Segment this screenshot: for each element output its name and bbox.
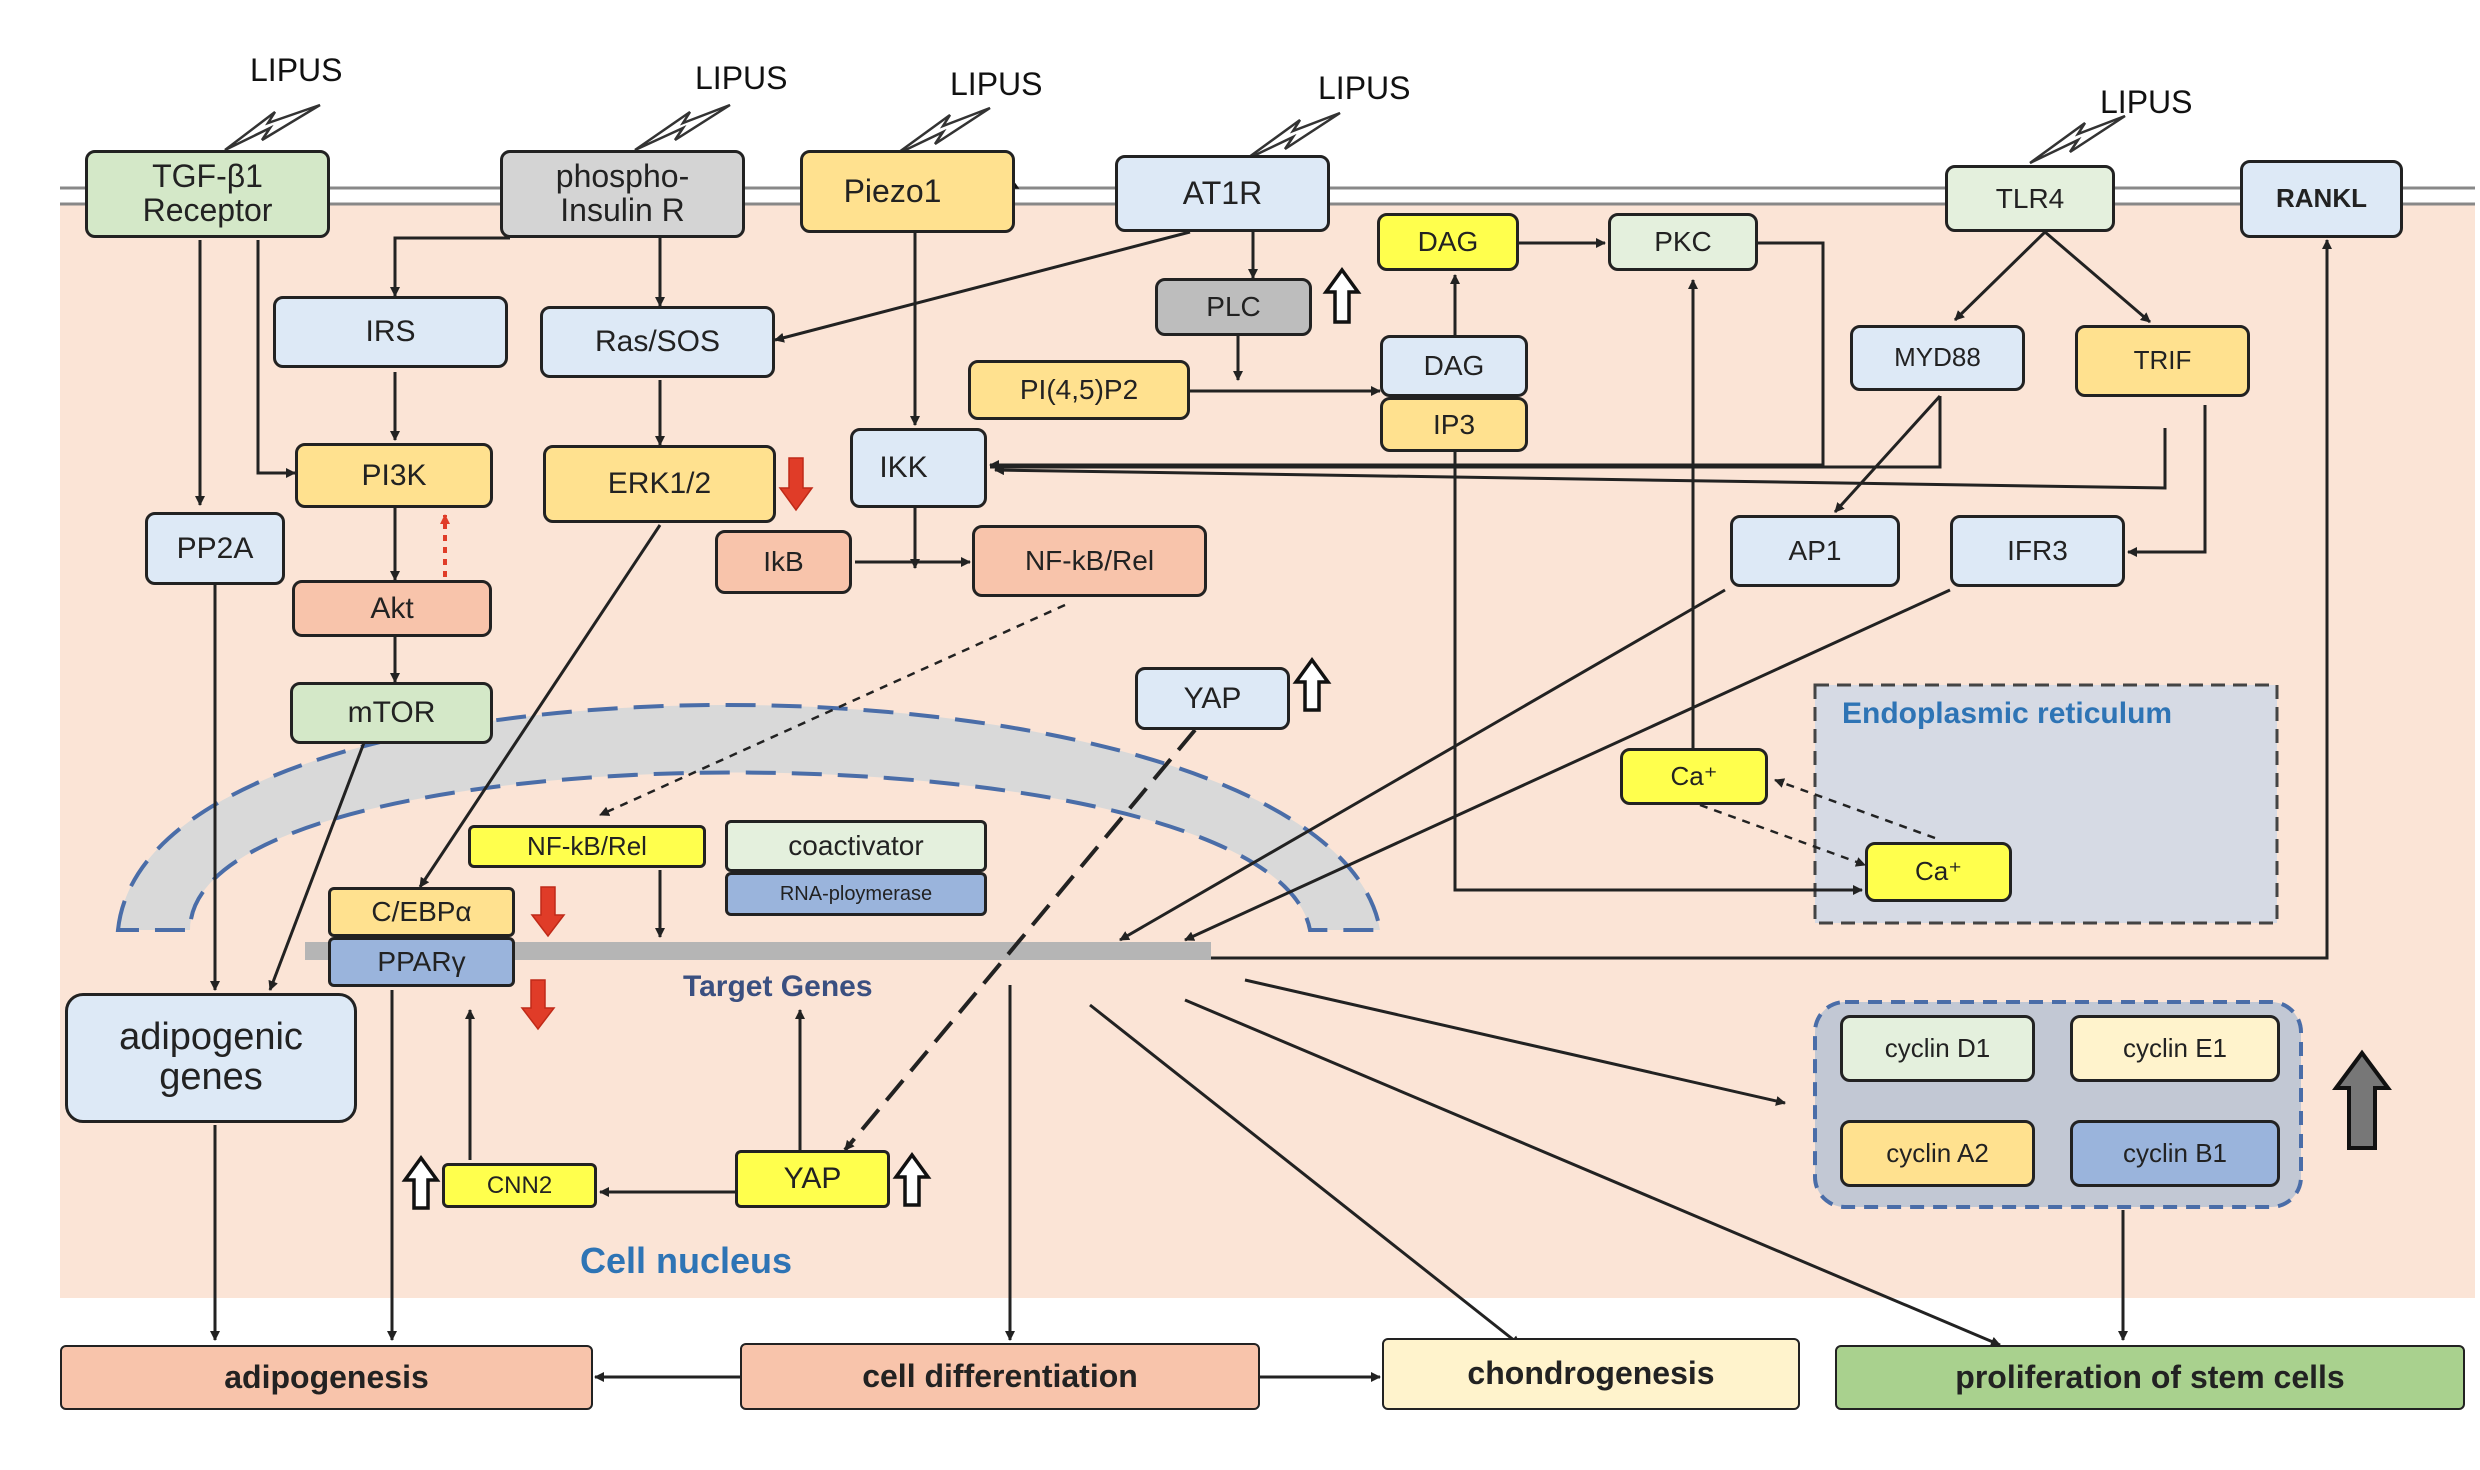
node-insulin-receptor: phospho- Insulin R [500,150,745,238]
up-arrow-icon-plc [1322,267,1362,324]
edge-myd88-ap1 [1833,394,1942,514]
edge-dna-chondro [1089,1003,1521,1347]
node-yap: YAP [1135,667,1290,730]
er-label: Endoplasmic reticulum [1842,697,2173,730]
lipus-label-3: LIPUS [950,66,1043,102]
down-arrow-icon-pparg [520,979,556,1031]
edge-dna-cyclins [1244,978,1786,1106]
node-ikb: IkB [715,530,852,594]
node-dag-mid: DAG [1380,335,1528,397]
node-cyclin-e1: cyclin E1 [2070,1015,2280,1082]
node-coactivator: coactivator [725,820,987,872]
node-tgf-receptor: TGF-β1 Receptor [85,150,330,238]
cell-nucleus-label: Cell nucleus [580,1240,793,1281]
node-pparg: PPARγ [328,937,515,987]
target-genes-label: Target Genes [683,970,873,1003]
node-yap-nuclear: YAP [735,1150,890,1208]
outcome-proliferation: proliferation of stem cells [1835,1345,2465,1410]
node-rna-polymerase: RNA-ploymerase [725,872,987,916]
node-ras-sos: Ras/SOS [540,306,775,378]
node-mtor: mTOR [290,682,493,744]
node-irs: IRS [273,296,508,368]
up-arrow-icon-cnn2 [401,1155,441,1210]
lipus-label-5: LIPUS [2100,84,2193,120]
edge-myd88-ikk [990,396,1942,469]
dna-strand [305,942,1211,960]
up-arrow-icon-yapnuc [892,1152,932,1207]
node-pi3k: PI3K [295,443,493,508]
edge-yap-yapnuc [843,728,1197,1152]
node-rankl: RANKL [2240,160,2403,238]
edge-dna-prolif [1184,998,2001,1347]
edge-tlr4-myd88 [1953,230,2047,322]
lightning-icon-1 [224,103,321,152]
node-cnn2: CNN2 [442,1163,597,1208]
node-piezo1: Piezo1 [800,150,1015,233]
node-plc: PLC [1155,278,1312,336]
node-at1r: AT1R [1115,155,1330,232]
lipus-label-2: LIPUS [695,60,788,96]
edge-ip3-caer [1453,452,1863,895]
node-ap1: AP1 [1730,515,1900,587]
edge-nfkb-nfkbnuc [599,603,1066,817]
outcome-adipogenesis: adipogenesis [60,1345,593,1410]
edge-pkc-ikk [989,241,1825,470]
node-tlr4: TLR4 [1945,165,2115,232]
node-ifr3: IFR3 [1950,515,2125,587]
outcome-cell-differentiation: cell differentiation [740,1343,1260,1410]
node-adipogenic-genes: adipogenic genes [65,993,357,1123]
lightning-icon-3 [894,106,991,157]
node-erk: ERK1/2 [543,445,776,523]
edge-tgf-pi3k [256,240,296,478]
lipus-label-4: LIPUS [1318,70,1411,106]
node-akt: Akt [292,580,492,637]
node-dag-top: DAG [1377,213,1519,271]
node-ip3: IP3 [1380,397,1528,452]
lipus-label-1: LIPUS [250,52,343,88]
outcome-chondrogenesis: chondrogenesis [1382,1338,1800,1410]
lightning-icon-2 [634,103,731,152]
node-ca-er: Ca⁺ [1865,842,2012,902]
node-myd88: MYD88 [1850,325,2025,391]
node-nfkb-nuclear: NF-kB/Rel [468,825,706,868]
node-pkc: PKC [1608,213,1758,271]
node-nfkb: NF-kB/Rel [972,525,1207,597]
edge-caer-ca [1774,778,1936,840]
lightning-icon-4 [1244,111,1341,162]
up-arrow-icon-yap [1292,657,1332,712]
node-pp2a: PP2A [145,512,285,585]
edge-mtor-adipogenic [268,739,367,991]
edge-at1r-ras [774,230,1191,343]
edge-ca-caer [1699,803,1866,867]
node-pip2: PI(4,5)P2 [968,360,1190,420]
node-cebpa: C/EBPα [328,887,515,937]
node-cyclin-d1: cyclin D1 [1840,1015,2035,1082]
node-ikk: IKK [850,428,987,508]
edge-dna-rankl [1211,239,2332,960]
edge-erk-cebpa [418,524,662,888]
edge-insulin-irs [390,236,510,297]
down-arrow-icon-erk [778,457,814,512]
edge-tlr4-trif [2044,230,2151,324]
edge-trif-ikk [994,428,2167,490]
node-trif: TRIF [2075,325,2250,397]
node-cyclin-b1: cyclin B1 [2070,1120,2280,1187]
up-arrow-icon-cyclins [2332,1049,2392,1150]
node-ca-cyto: Ca⁺ [1620,748,1768,805]
edge-trif-ifr3 [2127,405,2207,557]
lightning-icon-5 [2029,114,2126,165]
node-cyclin-a2: cyclin A2 [1840,1120,2035,1187]
edge-ifr3-genes [1184,588,1951,942]
down-arrow-icon-cebpa [530,886,566,938]
edge-ap1-genes [1119,588,1726,942]
